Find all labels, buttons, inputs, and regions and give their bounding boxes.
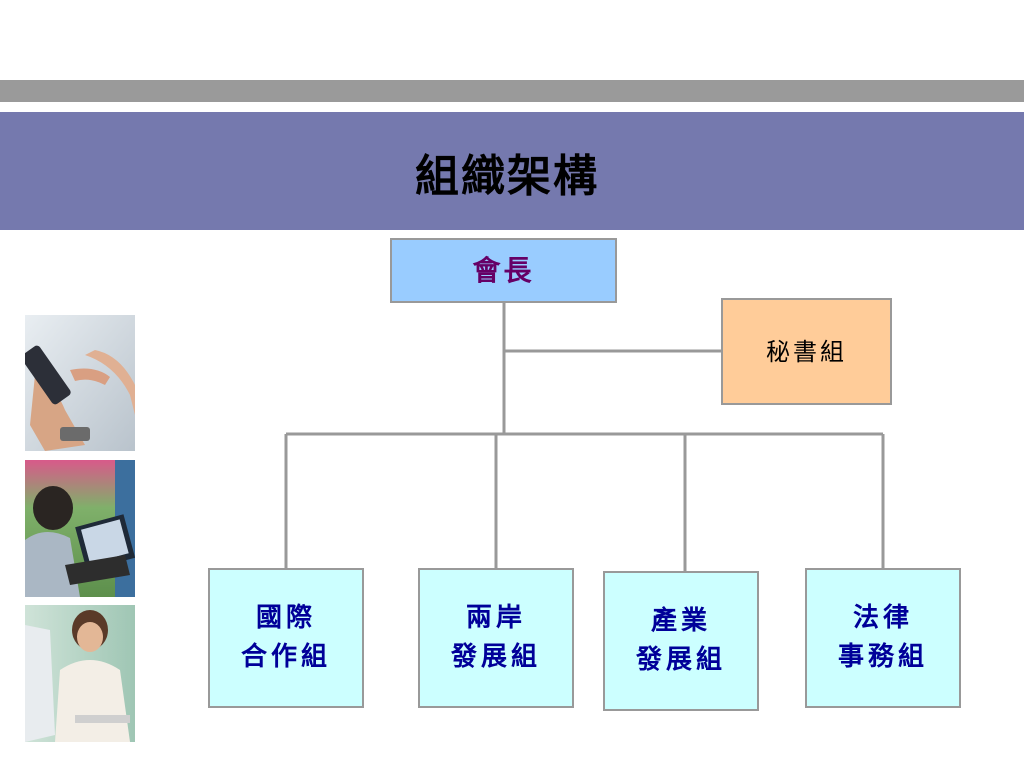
department-label-line1: 國際 xyxy=(255,603,316,633)
department-label-line1: 法律 xyxy=(852,603,913,633)
laptop-user-photo xyxy=(25,460,135,597)
title-band xyxy=(0,112,1024,230)
department-label-line1: 產業 xyxy=(650,606,711,636)
department-label-line2: 發展組 xyxy=(450,642,541,672)
department-box: 產業 發展組 xyxy=(603,571,759,711)
secretariat-box: 秘書組 xyxy=(721,298,892,405)
department-box: 國際 合作組 xyxy=(208,568,364,708)
department-box: 法律 事務組 xyxy=(805,568,961,708)
slide-title: 組織架構 xyxy=(415,151,599,202)
chairman-label: 會長 xyxy=(472,253,535,287)
department-label-line2: 合作組 xyxy=(240,642,331,672)
department-label-line2: 事務組 xyxy=(837,642,928,672)
chairman-box: 會長 xyxy=(390,238,617,303)
department-label-line2: 發展組 xyxy=(635,645,726,675)
top-gray-bar xyxy=(0,80,1024,102)
desk-computer-user-photo xyxy=(25,605,135,742)
department-box: 兩岸 發展組 xyxy=(418,568,574,708)
secretariat-label: 秘書組 xyxy=(766,337,847,366)
department-label-line1: 兩岸 xyxy=(465,603,526,633)
phone-in-hand-photo xyxy=(25,315,135,451)
